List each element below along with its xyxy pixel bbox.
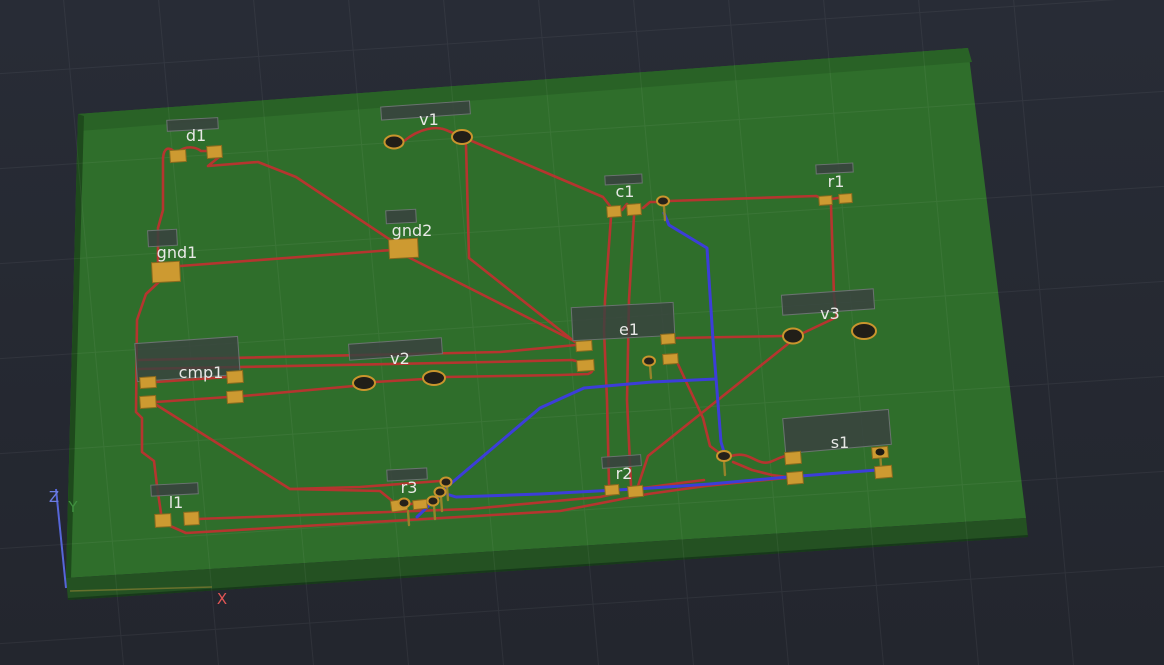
via [426, 495, 440, 507]
component-gnd2[interactable]: gnd2 [385, 208, 433, 260]
z-axis-label: Z [49, 488, 59, 506]
via [716, 450, 732, 462]
footprint-outline [147, 228, 178, 248]
via [875, 448, 885, 456]
pcb-board[interactable] [66, 48, 1029, 600]
refdes-label: v2 [390, 349, 410, 368]
board-near-edge-face [66, 518, 1028, 600]
smd-pad [206, 144, 223, 160]
smd-pad [660, 332, 676, 346]
smd-pad [150, 260, 182, 284]
smd-pad [575, 339, 593, 353]
footprint-outline [134, 335, 241, 383]
through-hole-pad [352, 375, 376, 391]
via [397, 497, 411, 509]
component-d1[interactable]: d1 [166, 117, 223, 164]
refdes-label: cmp1 [179, 363, 224, 382]
footprint-outline [166, 117, 219, 132]
footprint-outline [815, 162, 854, 175]
smd-pad [169, 148, 187, 164]
z-axis-line [55, 488, 67, 589]
footprint-outline [604, 173, 643, 186]
component-v2[interactable]: v2 [348, 337, 446, 391]
via [433, 486, 447, 498]
smd-pad [818, 194, 833, 206]
smd-pad [606, 204, 622, 219]
via-stems [406, 205, 883, 527]
via [656, 195, 670, 207]
refdes-label: l1 [169, 493, 184, 512]
refdes-label: gnd2 [392, 221, 433, 240]
through-hole-pad [782, 327, 804, 345]
smd-pad [412, 498, 429, 511]
footprint-outline [601, 454, 642, 469]
refdes-label: c1 [616, 182, 635, 201]
component-e1[interactable]: e1 [570, 301, 679, 373]
via [642, 355, 656, 367]
component-gnd1[interactable]: gnd1 [147, 228, 198, 284]
refdes-label: v3 [820, 304, 840, 323]
refdes-label: r3 [401, 478, 418, 497]
component-v3[interactable]: v3 [780, 288, 877, 345]
refdes-label: gnd1 [157, 243, 198, 262]
component-r1[interactable]: r1 [815, 162, 854, 206]
smd-pad [783, 450, 803, 466]
footprint-outline [348, 337, 443, 361]
component-r2[interactable]: r2 [601, 454, 645, 499]
smd-pad [662, 352, 679, 366]
refdes-label: r2 [616, 464, 633, 483]
smd-pad [226, 389, 244, 405]
smd-pad [626, 202, 642, 217]
y-axis-label: Y [67, 498, 78, 516]
through-hole-pad [422, 370, 446, 386]
smd-pad [873, 464, 894, 480]
axis-gizmo[interactable]: Z Y X [49, 488, 227, 608]
via [439, 476, 453, 488]
smd-pad [388, 237, 420, 260]
smd-pad [838, 192, 853, 204]
refdes-label: v1 [419, 110, 439, 129]
smd-pad [576, 358, 595, 373]
board-bottom-edge-line [67, 535, 1029, 600]
footprint-outline [150, 482, 199, 497]
board-far-edge-face [78, 48, 972, 131]
smd-pad [627, 484, 645, 499]
component-s1[interactable]: s1 [716, 408, 894, 486]
through-hole-pad [451, 129, 473, 145]
smd-pad [139, 394, 157, 410]
smd-pad [785, 470, 805, 486]
smd-pad [183, 511, 200, 526]
refdes-label: d1 [186, 126, 206, 145]
footprint-outline [385, 208, 417, 225]
footprint-outline [386, 467, 428, 482]
smd-pad [604, 483, 620, 497]
refdes-label: s1 [831, 433, 850, 452]
footprint-outline [380, 100, 471, 121]
x-axis-label: X [217, 590, 227, 608]
footprint-outline [782, 408, 892, 455]
component-c1[interactable]: c1 [604, 173, 670, 219]
component-r3[interactable]: r3 [386, 467, 453, 513]
component-l1[interactable]: l1 [150, 482, 200, 528]
board-left-edge-face [66, 114, 84, 578]
component-v1[interactable]: v1 [380, 100, 473, 150]
footprint-outline [570, 301, 676, 342]
refdes-label: e1 [619, 320, 639, 339]
x-axis-line [69, 586, 213, 592]
smd-pad [154, 513, 172, 528]
through-hole-pad [383, 134, 405, 150]
smd-pad [139, 375, 157, 390]
component-cmp1[interactable]: cmp1 [134, 335, 244, 410]
footprint-outline [780, 288, 876, 316]
refdes-label: r1 [828, 172, 845, 191]
smd-pad [226, 369, 244, 385]
through-hole-pad [851, 322, 877, 340]
